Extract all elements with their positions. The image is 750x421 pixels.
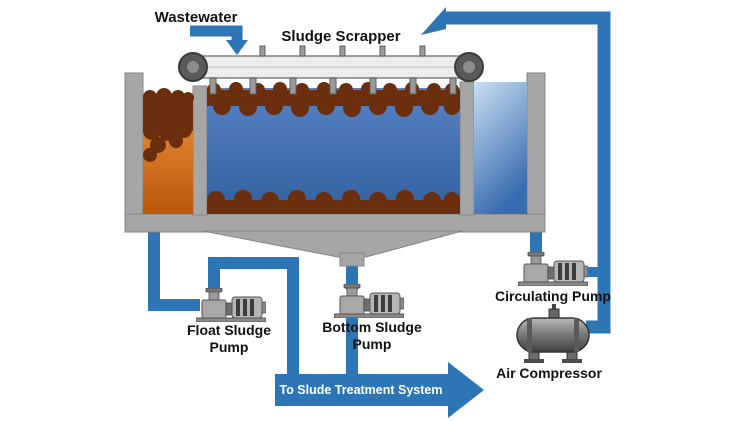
tank-divider-right	[459, 81, 475, 216]
tank-divider-left	[192, 85, 208, 216]
wastewater-inlet-arrowhead-icon	[226, 40, 248, 55]
clarified-compartment-water	[474, 82, 527, 214]
circulating-pump	[518, 252, 588, 286]
tank-left-wall	[124, 72, 144, 233]
float-pump-discharge-pipe	[208, 257, 299, 376]
wastewater-inlet-pipe	[190, 25, 243, 40]
scraper-top-flight	[299, 45, 306, 57]
sludge-scraper	[178, 45, 484, 95]
scraper-top-flight	[379, 45, 386, 57]
sludge-scrapper-label: Sludge Scrapper	[281, 28, 400, 45]
bottom-sludge-layer	[207, 190, 460, 214]
hopper-outlet-stub	[339, 252, 365, 267]
recycle-pipe	[446, 11, 611, 334]
wastewater-label: Wastewater	[155, 9, 238, 26]
scraper-top-flight	[259, 45, 266, 57]
scraper-top-flight	[339, 45, 346, 57]
compressor-valve-stem-icon	[552, 304, 556, 310]
flow-arrow-shape	[275, 362, 484, 418]
flotation-tank	[124, 72, 546, 267]
flow-arrow-label: To Slude Treatment System	[279, 383, 442, 397]
labels: Wastewater Sludge Scrapper Float Sludge …	[155, 9, 611, 381]
scraper-roller-right-hub	[463, 61, 475, 73]
scraper-blade	[329, 77, 337, 95]
float-compartment-sludge	[143, 88, 194, 162]
air-compressor-label: Air Compressor	[496, 365, 602, 381]
circulating-pump-label: Circulating Pump	[495, 288, 611, 304]
scraper-blade	[369, 77, 377, 95]
air-compressor	[516, 304, 590, 363]
bottom-sludge-pump	[334, 284, 404, 318]
compressor-tank	[516, 317, 590, 353]
tank-hopper	[202, 230, 463, 258]
tank-bottom	[124, 213, 546, 233]
compressor-ring	[574, 318, 579, 352]
float-pump-inlet-pipe	[148, 228, 200, 311]
scraper-blade	[249, 77, 257, 95]
float-pump-label-line2: Pump	[210, 339, 249, 355]
float-pump-label-line1: Float Sludge	[187, 322, 271, 338]
scraper-blade	[449, 77, 457, 95]
scraper-blade	[409, 77, 417, 95]
scraper-roller-left-hub	[187, 61, 199, 73]
float-sludge-pump	[196, 288, 266, 322]
compressor-ring	[527, 318, 532, 352]
treatment-flow-arrow: To Slude Treatment System	[275, 362, 484, 418]
tank-right-wall	[526, 72, 546, 233]
scraper-blade	[209, 77, 217, 95]
scraper-blade	[289, 77, 297, 95]
bottom-pump-label-line2: Pump	[353, 336, 392, 352]
recycle-arrowhead-icon	[421, 7, 446, 35]
compressor-foot	[562, 359, 582, 363]
bottom-pump-label-line1: Bottom Sludge	[322, 319, 422, 335]
scraper-top-flight	[419, 45, 426, 57]
compressor-foot	[524, 359, 544, 363]
